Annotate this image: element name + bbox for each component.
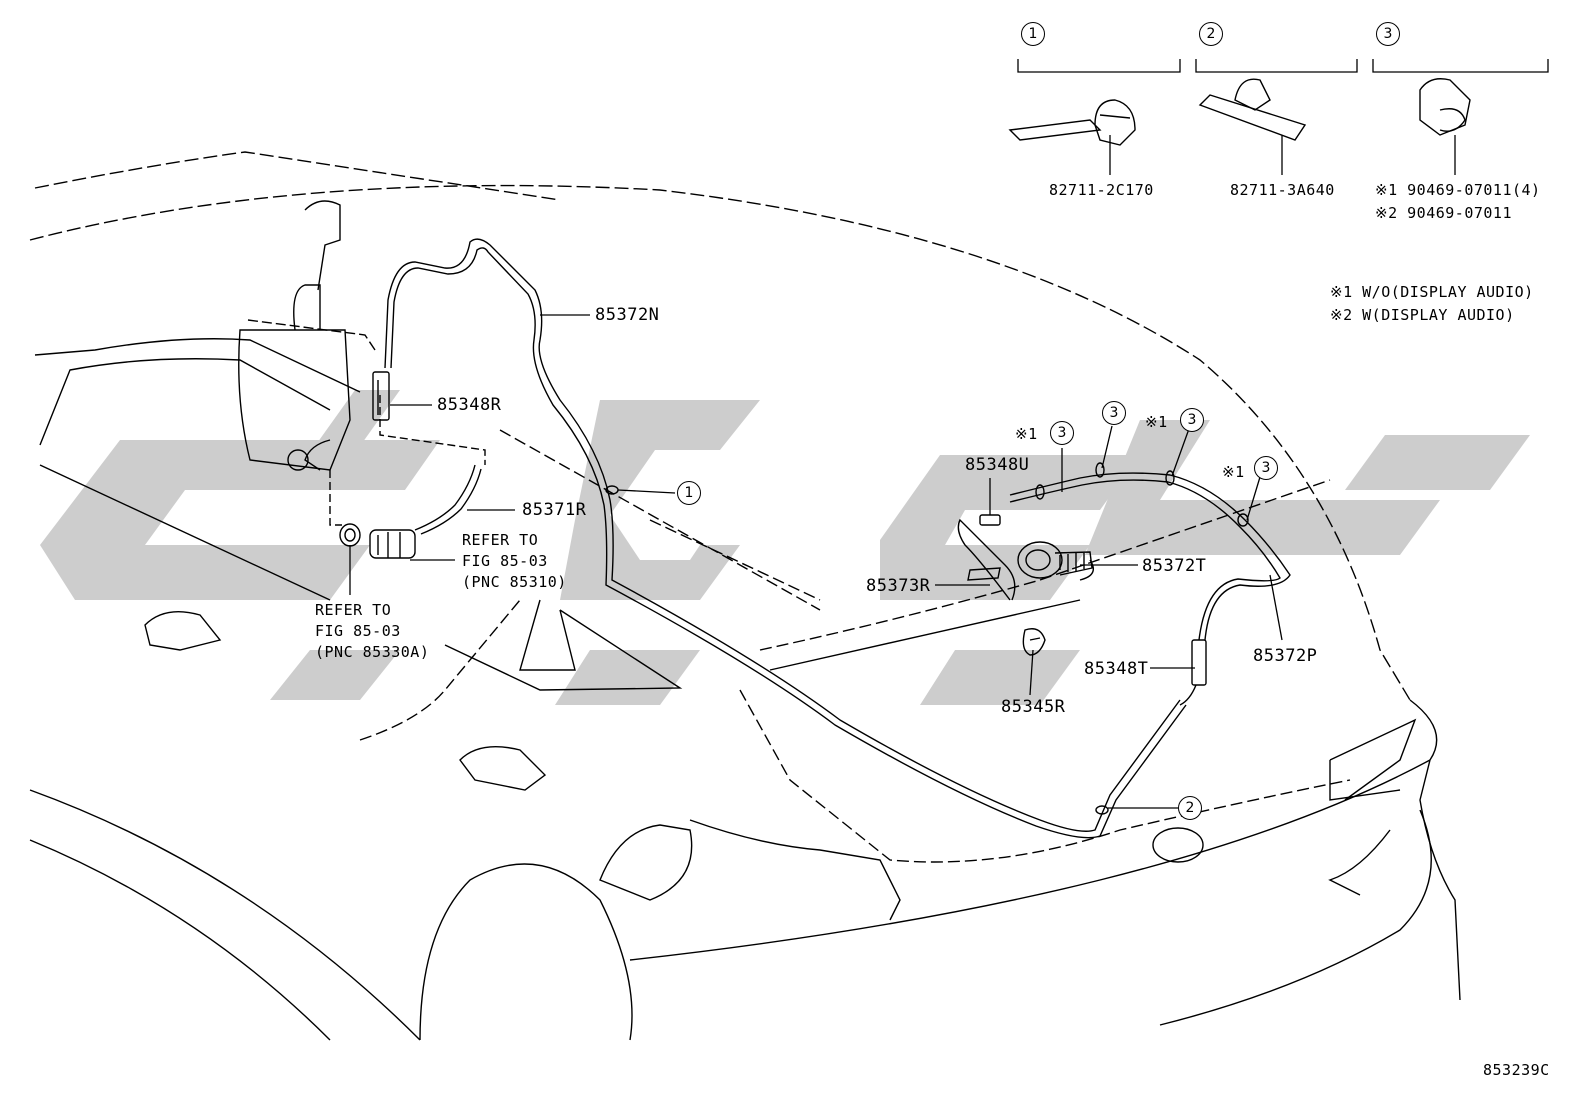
watermark xyxy=(40,390,1530,705)
part-label-85348R: 85348R xyxy=(437,395,502,415)
legend-part-2: 82711-3A640 xyxy=(1230,181,1335,199)
legend-part-3-line2: ※2 90469-07011 xyxy=(1375,204,1512,222)
callout-clip-3b: 3 xyxy=(1102,401,1126,425)
legend-callout-2: 2 xyxy=(1199,22,1223,46)
refer-note-grommet: REFER TO FIG 85-03 (PNC 85330A) xyxy=(315,601,430,661)
callout-clip-2: 2 xyxy=(1178,796,1202,820)
part-label-85348U: 85348U xyxy=(965,455,1030,475)
callout-note-b: ※1 xyxy=(1145,413,1168,431)
part-label-85372P: 85372P xyxy=(1253,646,1318,666)
callout-clip-3a: 3 xyxy=(1050,421,1074,445)
refer-note-pump: REFER TO FIG 85-03 (PNC 85310) xyxy=(462,531,567,591)
legend-part-3-line1: ※1 90469-07011(4) xyxy=(1375,181,1541,199)
legend-part-1: 82711-2C170 xyxy=(1049,181,1154,199)
callout-note-a: ※1 xyxy=(1015,425,1038,443)
part-label-85345R: 85345R xyxy=(1001,697,1066,717)
legend-callout-1: 1 xyxy=(1021,22,1045,46)
part-label-85372T: 85372T xyxy=(1142,556,1207,576)
legend-callout-3: 3 xyxy=(1376,22,1400,46)
note-1: ※1 W/O(DISPLAY AUDIO) xyxy=(1330,283,1534,301)
part-label-85373R: 85373R xyxy=(866,576,931,596)
callout-note-c: ※1 xyxy=(1222,463,1245,481)
callout-clip-3c: 3 xyxy=(1180,408,1204,432)
part-label-85371R: 85371R xyxy=(522,500,587,520)
figure-id: 853239C xyxy=(1483,1061,1550,1079)
callout-clip-1: 1 xyxy=(677,481,701,505)
vehicle-outline xyxy=(29,151,1461,1041)
leader-lines xyxy=(349,59,1549,809)
part-label-85348T: 85348T xyxy=(1084,659,1149,679)
callout-clip-3d: 3 xyxy=(1254,456,1278,480)
note-2: ※2 W(DISPLAY AUDIO) xyxy=(1330,306,1515,324)
part-label-85372N: 85372N xyxy=(595,305,660,325)
hoses xyxy=(372,78,1471,839)
